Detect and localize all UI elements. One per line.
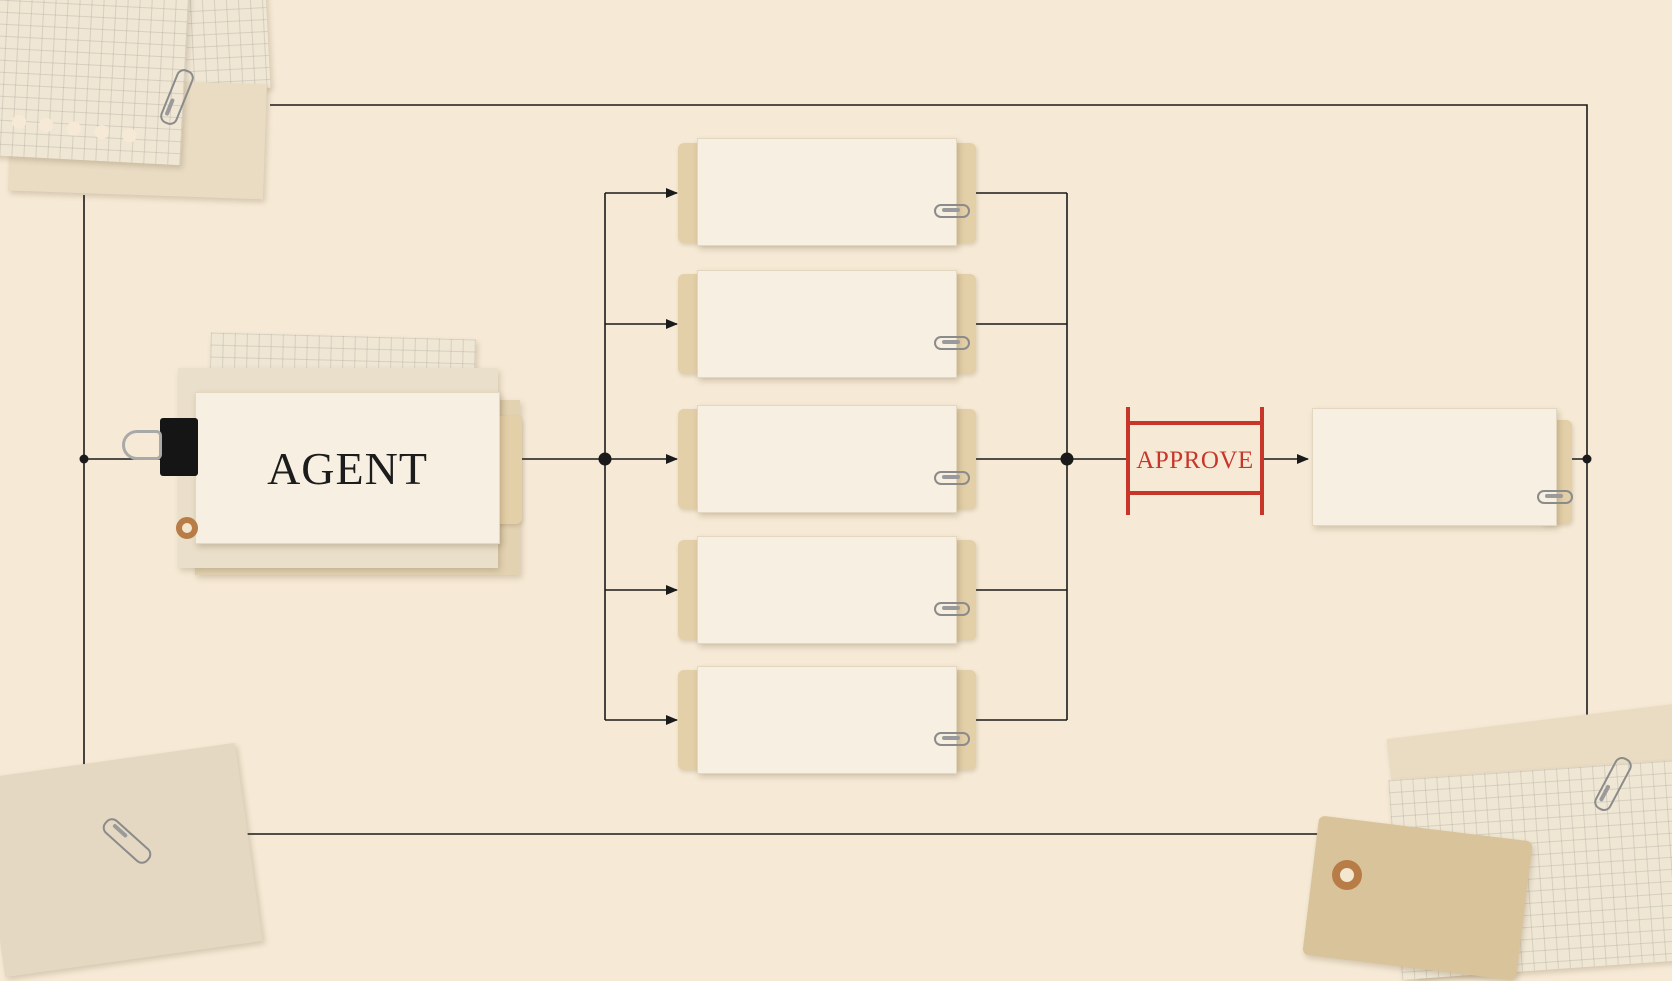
parallel-card-2[interactable] [697,270,957,378]
output-card[interactable] [1312,408,1557,526]
loop-node-right [1582,454,1592,464]
paperclip-icon [934,471,970,485]
parallel-card-5[interactable] [697,666,957,774]
feedback-loop-line [270,104,1588,459]
diagram-canvas: AGENT APPROVE [0,0,1672,941]
approve-label: APPROVE [1136,447,1254,474]
parallel-card-4[interactable] [697,536,957,644]
agent-card[interactable]: AGENT [195,392,500,544]
paperclip-icon [934,602,970,616]
agent-label: AGENT [267,442,428,494]
paperclip-icon [934,732,970,746]
corner-paper-top-left [0,0,190,166]
split-node [598,452,612,466]
connector-lines [79,104,1592,835]
tag-grommet-icon [1332,860,1362,890]
corner-tag-bottom-right [1302,815,1533,981]
merge-node [1060,452,1074,466]
paperclip-icon [934,336,970,350]
approve-gate[interactable]: APPROVE [1126,407,1264,515]
binder-clip-wire [122,430,162,460]
tag-grommet-icon [176,517,198,539]
corner-paper-bottom-left [0,742,263,978]
binder-clip-icon [160,418,198,476]
paperclip-icon [1537,490,1573,504]
parallel-card-3[interactable] [697,405,957,513]
loop-node-left [79,454,89,464]
parallel-card-1[interactable] [697,138,957,246]
paperclip-icon [934,204,970,218]
